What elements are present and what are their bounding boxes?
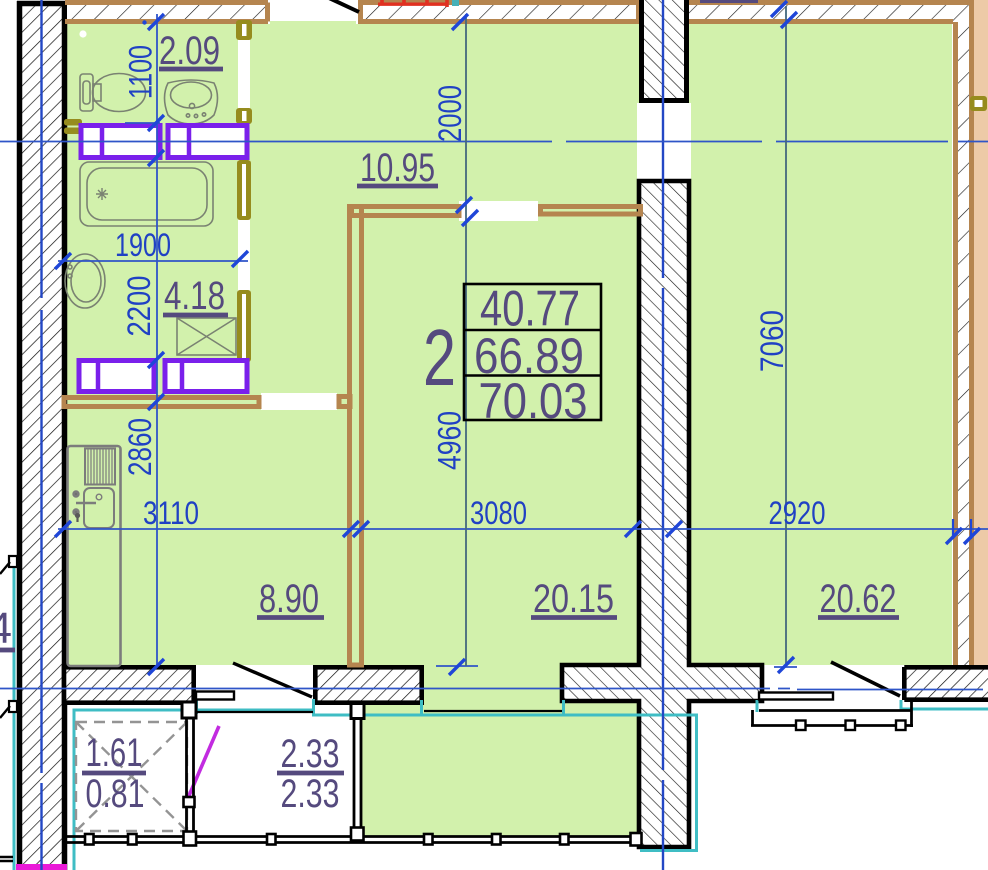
svg-text:2920: 2920 [769,495,826,531]
svg-text:2.33: 2.33 [281,772,340,816]
svg-text:2200: 2200 [121,276,157,337]
svg-text:0.81: 0.81 [86,772,145,816]
svg-text:1100: 1100 [123,45,159,99]
svg-text:2: 2 [423,313,456,402]
svg-text:1900: 1900 [115,227,171,263]
svg-text:20.62: 20.62 [820,577,897,621]
svg-text:4.18: 4.18 [164,274,225,318]
svg-text:3110: 3110 [143,495,199,531]
svg-text:4: 4 [0,604,12,653]
svg-text:66.89: 66.89 [474,328,584,384]
svg-text:2000: 2000 [432,85,468,142]
svg-text:2.09: 2.09 [159,29,220,73]
svg-text:3080: 3080 [470,495,527,531]
svg-text:2.33: 2.33 [281,732,340,776]
svg-text:20.15: 20.15 [533,577,614,621]
svg-text:7060: 7060 [754,310,790,372]
svg-text:2860: 2860 [122,418,158,476]
svg-text:4960: 4960 [432,411,468,470]
svg-text:40.77: 40.77 [480,281,580,337]
svg-text:10.95: 10.95 [360,146,435,190]
svg-text:8.90: 8.90 [259,577,319,621]
svg-text:1.61: 1.61 [86,731,143,775]
svg-text:70.03: 70.03 [479,373,588,429]
